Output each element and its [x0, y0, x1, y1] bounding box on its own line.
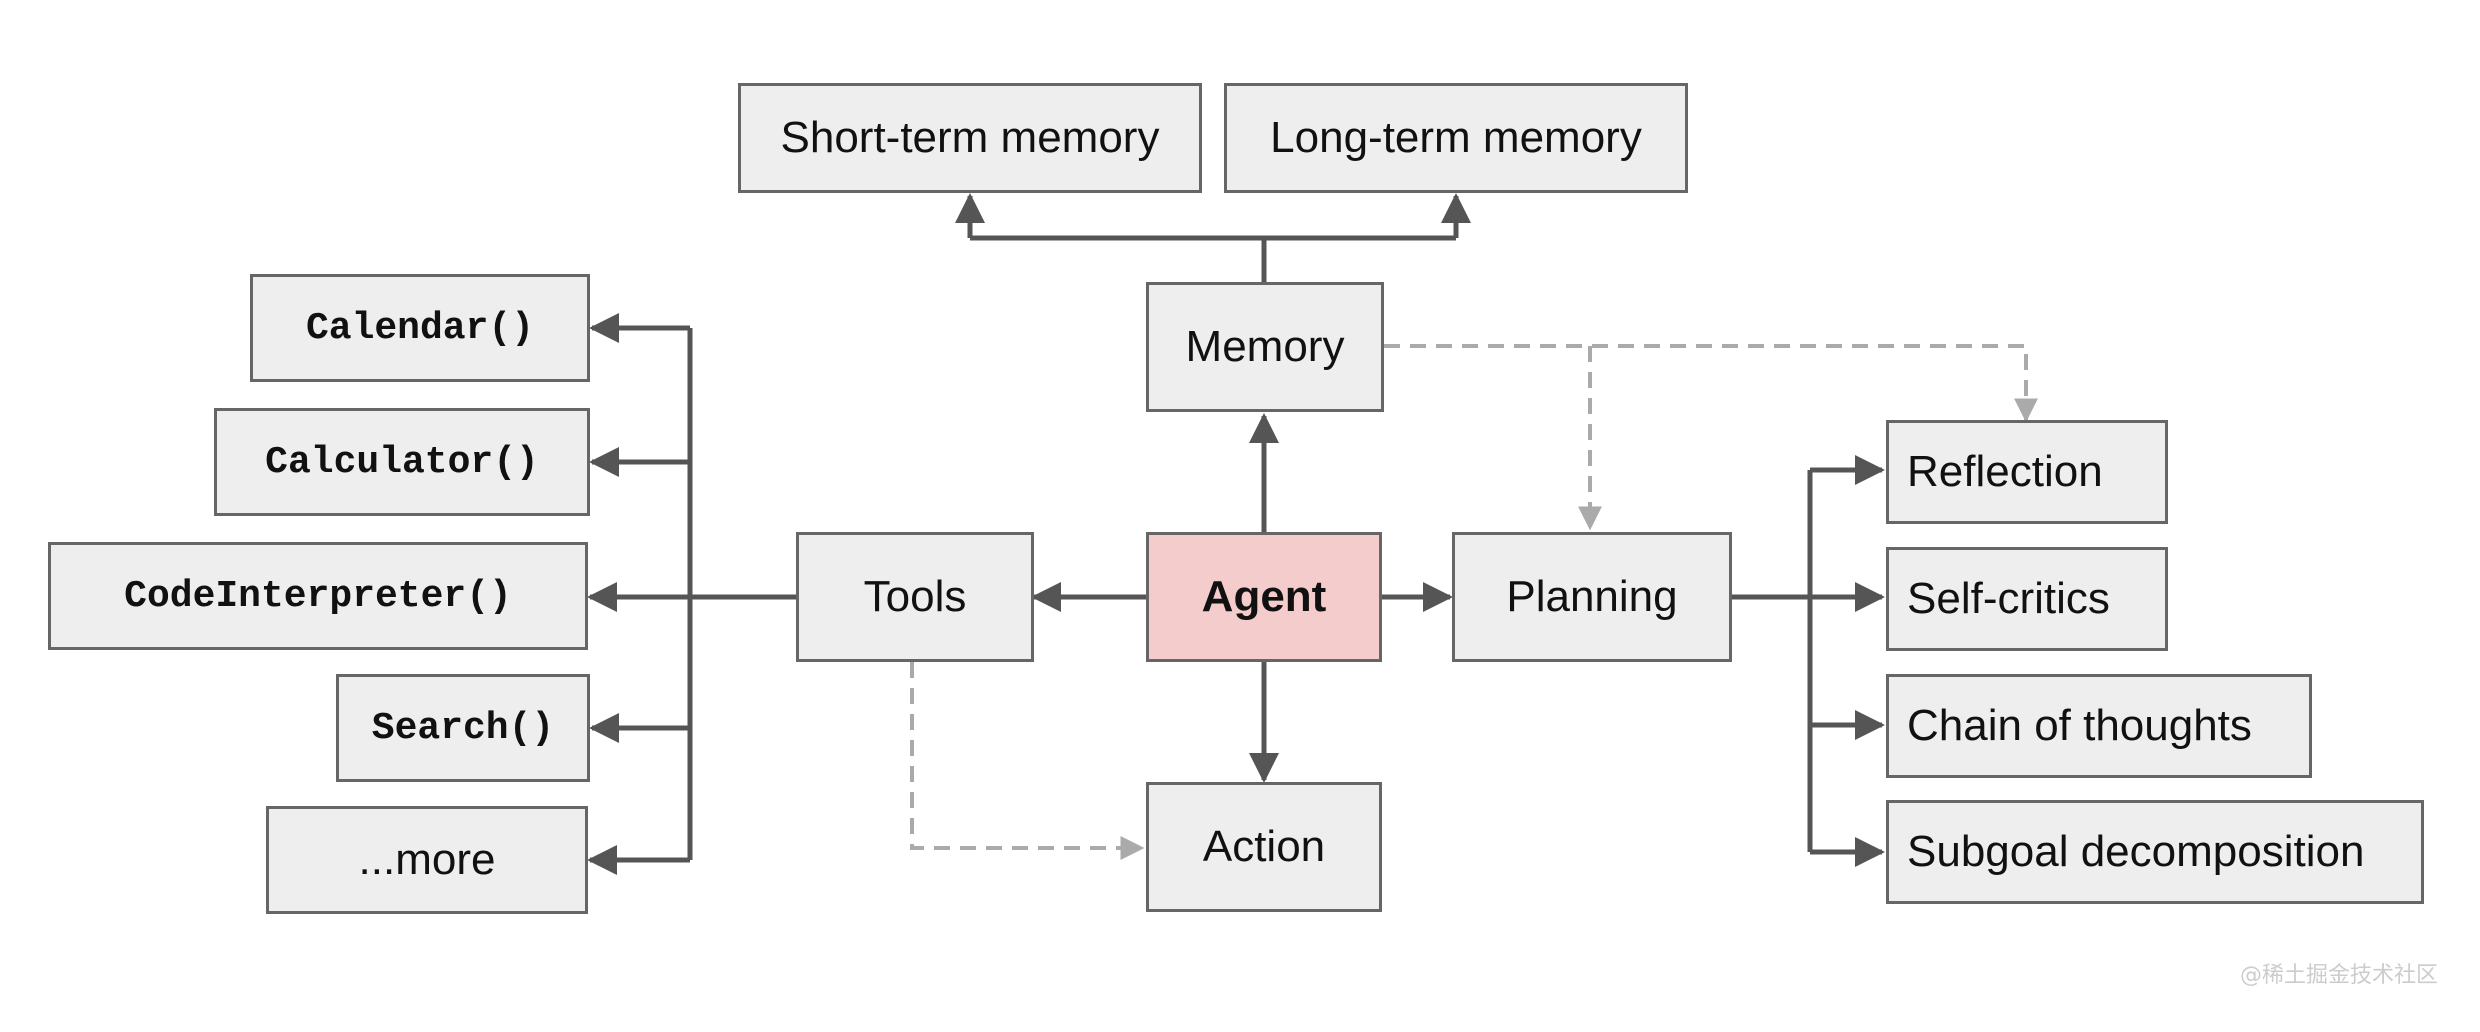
- watermark-text: @稀土掘金技术社区: [2240, 963, 2439, 988]
- memory-node: Memory: [1146, 282, 1384, 412]
- calculator-tool-node: Calculator(): [214, 408, 590, 516]
- long-term-memory-node: Long-term memory: [1224, 83, 1688, 193]
- short-term-memory-node: Short-term memory: [738, 83, 1202, 193]
- subgoal-decomposition-node: Subgoal decomposition: [1886, 800, 2424, 904]
- dashed-arrow-tools-to-action: [910, 662, 1145, 860]
- dashed-arrow-memory-to-reflection: [1384, 344, 2038, 423]
- self-critics-node: Self-critics: [1886, 547, 2168, 651]
- planning-node: Planning: [1452, 532, 1732, 662]
- reflection-node: Reflection: [1886, 420, 2168, 524]
- agent-node: Agent: [1146, 532, 1382, 662]
- more-tools-node: ...more: [266, 806, 588, 914]
- chain-of-thoughts-node: Chain of thoughts: [1886, 674, 2312, 778]
- tools-node: Tools: [796, 532, 1034, 662]
- code-interpreter-tool-node: CodeInterpreter(): [48, 542, 588, 650]
- search-tool-node: Search(): [336, 674, 590, 782]
- action-node: Action: [1146, 782, 1382, 912]
- calendar-tool-node: Calendar(): [250, 274, 590, 382]
